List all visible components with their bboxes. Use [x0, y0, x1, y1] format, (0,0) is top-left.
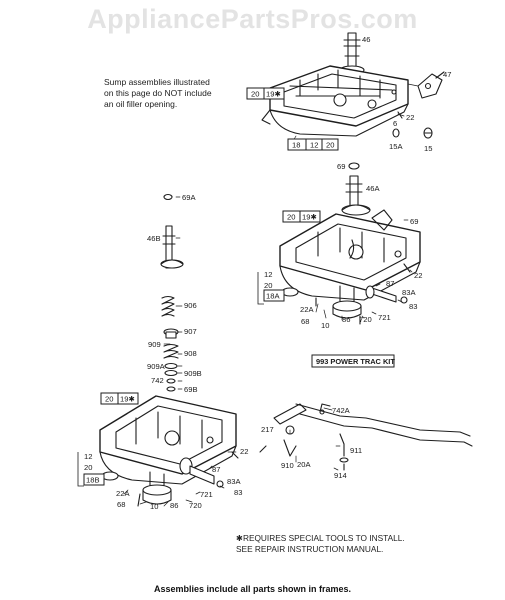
label-908: 908 [184, 349, 197, 358]
label-69a: 69A [182, 193, 196, 202]
label-10-mid: 10 [321, 321, 329, 330]
label-69-right: 69 [410, 217, 418, 226]
frame-label-18b-bottom: 18B [86, 476, 100, 485]
label-15a: 15A [389, 142, 403, 151]
label-68-bottom: 68 [117, 500, 125, 509]
label-86-mid: 86 [342, 315, 350, 324]
special-tools-line-1: ✱REQUIRES SPECIAL TOOLS TO INSTALL. [236, 533, 405, 543]
label-721-mid: 721 [378, 313, 391, 322]
label-22-top: 22 [406, 113, 414, 122]
frame-label-20-bottom: 20 [105, 395, 113, 404]
sump-note-line-3: an oil filler opening. [104, 99, 178, 109]
frame-label-18-top: 18 [292, 141, 300, 150]
frame-label-20-top: 20 [251, 90, 259, 99]
label-15: 15 [424, 144, 432, 153]
label-22a-mid: 22A [300, 305, 314, 314]
special-tools-line-2: SEE REPAIR INSTRUCTION MANUAL. [236, 544, 384, 554]
power-trac-kit-label: 993 POWER TRAC KIT [311, 354, 395, 368]
frame-box-20b-top [321, 138, 339, 151]
label-742a: 742A [332, 406, 351, 415]
label-22-bottom: 22 [240, 447, 248, 456]
label-22-mid: 22 [414, 271, 422, 280]
frame-label-18a-mid: 18A [266, 292, 280, 301]
frame-box-19-bottom [117, 392, 139, 405]
label-910: 910 [281, 461, 294, 470]
label-87-bottom: 87 [212, 465, 220, 474]
label-46a: 46A [366, 184, 380, 193]
label-742: 742 [151, 376, 164, 385]
watermark: AppliancePartsPros.com [87, 4, 418, 34]
sump-assembly-middle [279, 162, 421, 325]
label-6: 6 [393, 119, 397, 128]
label-46: 46 [362, 35, 370, 44]
frame-label-12-top: 12 [310, 141, 318, 150]
label-909a: 909A [147, 362, 166, 371]
label-10-bottom: 10 [150, 502, 158, 511]
label-217: 217 [261, 425, 274, 434]
governor-parts-left [160, 193, 184, 392]
label-12-mid: 12 [264, 270, 272, 279]
label-69-top: 69 [337, 162, 345, 171]
sump-note-line-2: on this page do NOT include [104, 88, 212, 98]
leader-lines [123, 39, 419, 507]
power-trac-kit-text: 993 POWER TRAC KIT [316, 357, 395, 366]
label-46b: 46B [147, 234, 161, 243]
frame-label-19-bottom: 19✱ [120, 395, 135, 404]
label-69b: 69B [184, 385, 198, 394]
frame-box-19-top [263, 87, 285, 100]
label-909b: 909B [184, 369, 202, 378]
frame-box-18b-bottom [83, 473, 105, 486]
sump-note: Sump assemblies illustrated on this page… [104, 77, 244, 110]
label-914: 914 [334, 471, 347, 480]
label-83a-mid: 83A [402, 288, 416, 297]
label-721-bottom: 721 [200, 490, 213, 499]
label-909: 909 [148, 340, 161, 349]
label-720-mid: 720 [359, 315, 372, 324]
label-906: 906 [184, 301, 197, 310]
assemblies-footer: Assemblies include all parts shown in fr… [153, 584, 352, 594]
frame-label-20-mid: 20 [287, 213, 295, 222]
sump-assembly-bottom [99, 395, 239, 507]
label-87-mid: 87 [386, 279, 394, 288]
label-83-mid: 83 [409, 302, 417, 311]
sump-assembly-top [261, 32, 445, 139]
part-labels: 46 47 22 6 15A 15 20 19✱ 18 12 20 69 46A… [84, 35, 451, 511]
label-86-bottom: 86 [170, 501, 178, 510]
label-22a-bottom: 22A [116, 489, 130, 498]
label-20a: 20A [297, 460, 311, 469]
frame-label-19-mid: 19✱ [302, 213, 317, 222]
label-20-mid: 20 [264, 281, 272, 290]
special-tools-note: ✱REQUIRES SPECIAL TOOLS TO INSTALL. SEE … [236, 533, 405, 555]
label-83-bottom: 83 [234, 488, 242, 497]
label-12-bottom: 12 [84, 452, 92, 461]
frame-label-19-top: 19✱ [266, 90, 281, 99]
label-47: 47 [443, 70, 451, 79]
sump-note-line-1: Sump assemblies illustrated [104, 77, 210, 87]
frame-box-19-mid [299, 210, 321, 223]
frame-label-20b-top: 20 [326, 141, 334, 150]
power-trac-linkage [259, 403, 473, 471]
label-68-mid: 68 [301, 317, 309, 326]
label-83a-bottom: 83A [227, 477, 241, 486]
label-720-bottom: 720 [189, 501, 202, 510]
label-20-bottom: 20 [84, 463, 92, 472]
label-911: 911 [350, 446, 362, 455]
frame-box-18a-mid [263, 289, 285, 302]
label-907: 907 [184, 327, 197, 336]
